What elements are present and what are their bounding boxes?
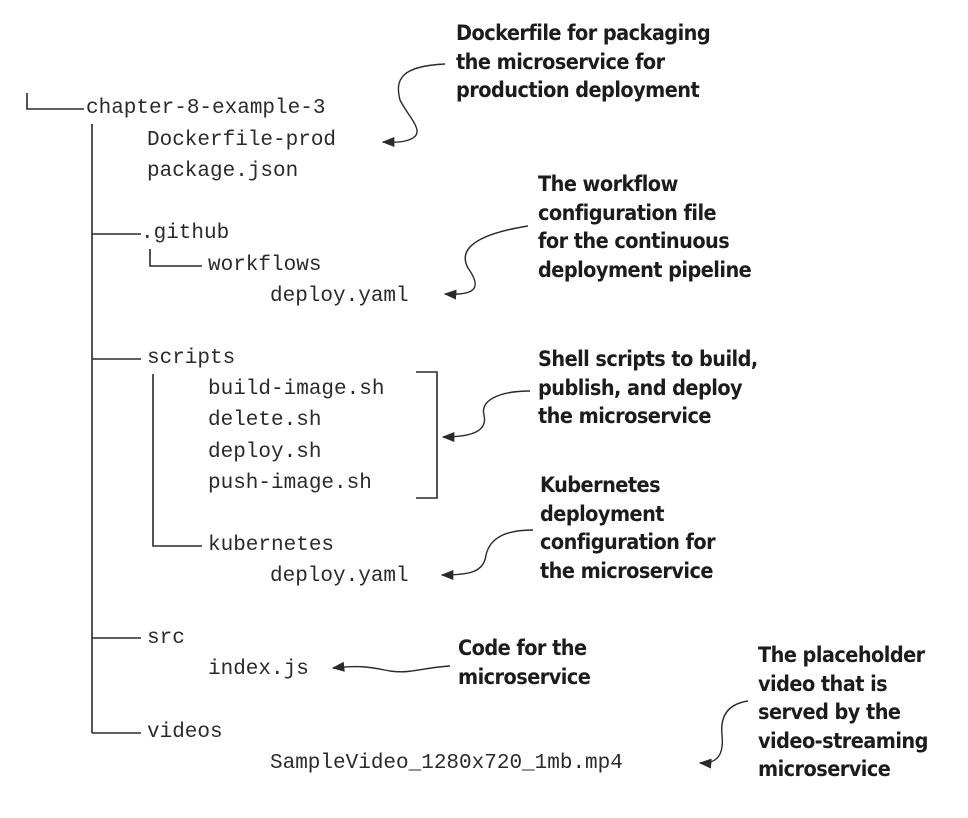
file-dockerfile-prod: Dockerfile-prod	[147, 129, 337, 152]
folder-src: src	[147, 627, 185, 650]
dockerfile-arrow	[381, 63, 446, 148]
video-arrow	[698, 700, 749, 769]
workflow-arrow	[443, 225, 529, 300]
folder-github: .github	[141, 222, 230, 245]
folder-scripts: scripts	[147, 347, 236, 370]
file-package-json: package.json	[147, 160, 299, 183]
annotation-shell-scripts: Shell scripts to build, publish, and dep…	[538, 347, 758, 428]
file-push-image-sh: push-image.sh	[208, 472, 372, 495]
file-delete-sh: delete.sh	[208, 409, 322, 432]
kubernetes-connector	[152, 374, 202, 547]
file-build-image-sh: build-image.sh	[208, 378, 385, 401]
annotation-video: The placeholder video that is served by …	[758, 643, 928, 781]
file-workflows-deploy-yaml: deploy.yaml	[270, 285, 409, 308]
code-arrow	[331, 661, 451, 673]
annotation-workflow: The workflow configuration file for the …	[538, 172, 752, 282]
file-sample-video: SampleVideo_1280x720_1mb.mp4	[270, 752, 623, 775]
shell-scripts-arrow	[441, 390, 531, 443]
annotation-code: Code for the microservice	[458, 636, 591, 689]
scripts-bracket	[416, 371, 438, 499]
annotation-kubernetes: Kubernetes deployment configuration for …	[540, 473, 716, 583]
annotation-dockerfile: Dockerfile for packaging the microservic…	[456, 21, 711, 102]
file-kubernetes-deploy-yaml: deploy.yaml	[270, 565, 409, 588]
root-connector	[26, 93, 84, 110]
file-index-js: index.js	[208, 658, 309, 681]
workflows-connector	[149, 249, 202, 267]
kubernetes-arrow	[440, 529, 534, 581]
folder-videos: videos	[147, 721, 223, 744]
folder-workflows: workflows	[208, 254, 322, 277]
tree-root-chapter-8-example-3: chapter-8-example-3	[86, 97, 326, 120]
file-deploy-sh: deploy.sh	[208, 441, 322, 464]
folder-kubernetes: kubernetes	[208, 534, 335, 557]
